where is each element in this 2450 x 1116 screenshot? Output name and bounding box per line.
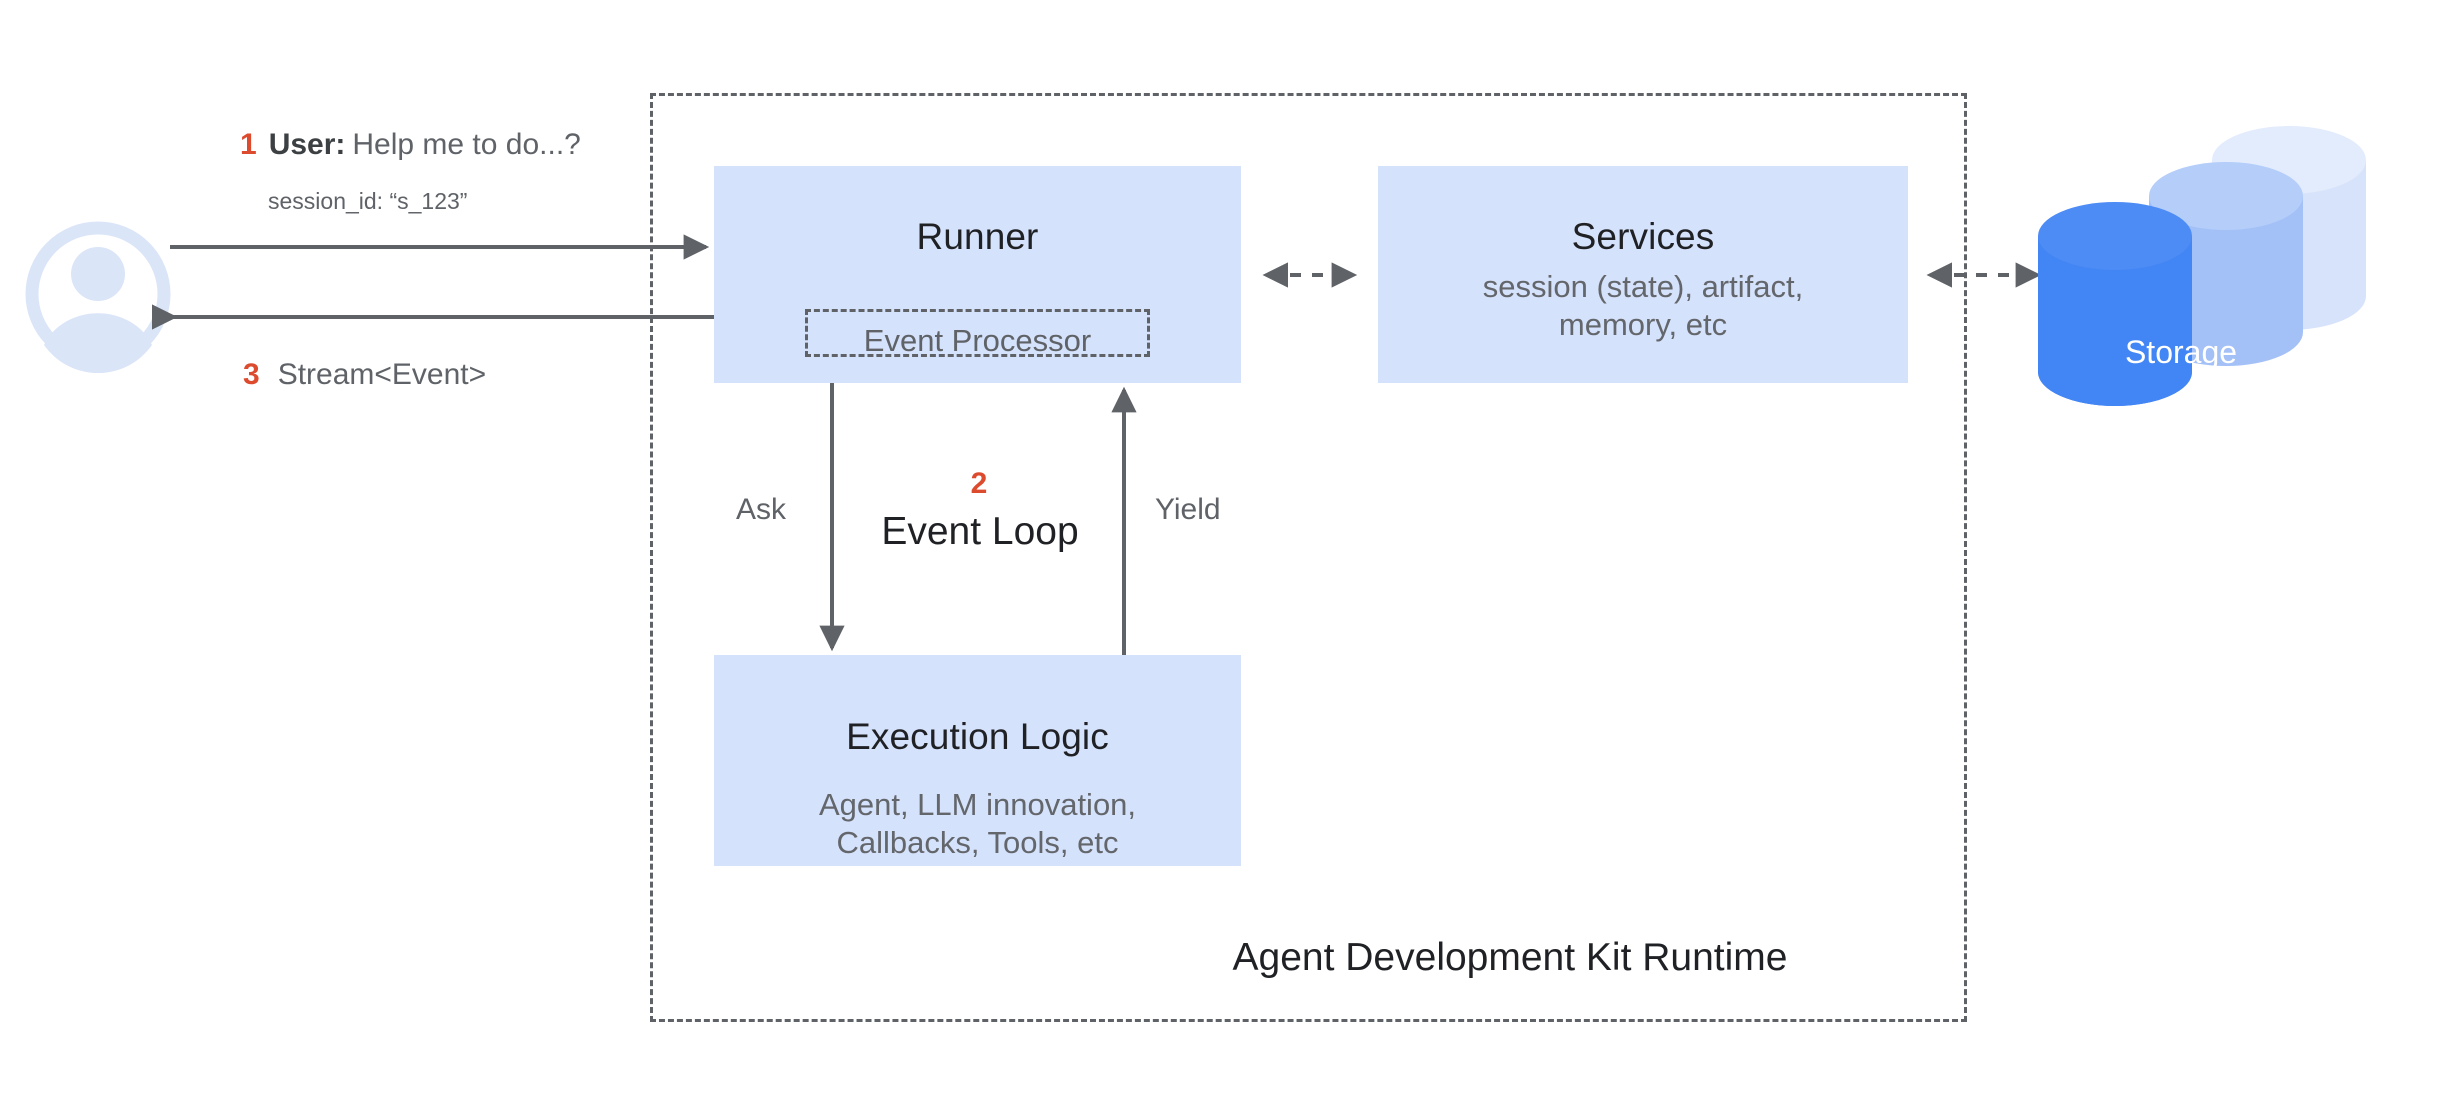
storage-cylinder-front [2038, 202, 2192, 406]
user-request-session-id: session_id: “s_123” [268, 188, 468, 214]
event-processor-label: Event Processor [863, 323, 1092, 358]
stream-response-label: 3 Stream<Event> [243, 360, 486, 390]
runner-node[interactable]: Runner Event Processor [714, 166, 1241, 383]
stream-response-text: Stream<Event> [277, 358, 487, 391]
storage-cylinder-stack [2038, 126, 2366, 406]
services-title: Services [1571, 216, 1715, 257]
user-avatar-icon [25, 221, 171, 374]
execution-logic-title: Execution Logic [846, 716, 1109, 757]
user-request-speaker: User: [268, 128, 346, 161]
adk-runtime-boundary [650, 93, 1967, 1022]
ask-label: Ask [736, 493, 787, 526]
yield-label: Yield [1155, 493, 1221, 526]
user-request-label: 1 User:Help me to do...? [240, 130, 581, 160]
execution-logic-subtitle-line-2: Callbacks, Tools, etc [836, 825, 1119, 861]
event-processor-node[interactable]: Event Processor [805, 309, 1150, 357]
storage-label: Storage [2124, 334, 2238, 370]
execution-logic-node[interactable]: Execution Logic Agent, LLM innovation, C… [714, 655, 1241, 866]
user-request-step-number: 1 [240, 128, 257, 161]
runner-title: Runner [916, 216, 1039, 257]
stream-response-step-number: 3 [243, 358, 260, 391]
user-request-text: Help me to do...? [352, 128, 581, 161]
execution-logic-subtitle-line-1: Agent, LLM innovation, [818, 786, 1137, 822]
services-subtitle: session (state), artifact, memory, etc [1483, 268, 1803, 346]
runtime-title: Agent Development Kit Runtime [1232, 936, 1788, 979]
event-loop-label: Event Loop [881, 510, 1079, 553]
services-node[interactable]: Services session (state), artifact, memo… [1378, 166, 1908, 383]
execution-logic-subtitle: Agent, LLM innovation, Callbacks, Tools,… [819, 786, 1136, 864]
services-subtitle-line-2: memory, etc [1558, 307, 1728, 343]
services-subtitle-line-1: session (state), artifact, [1482, 268, 1804, 304]
event-loop-step-number: 2 [970, 467, 988, 500]
